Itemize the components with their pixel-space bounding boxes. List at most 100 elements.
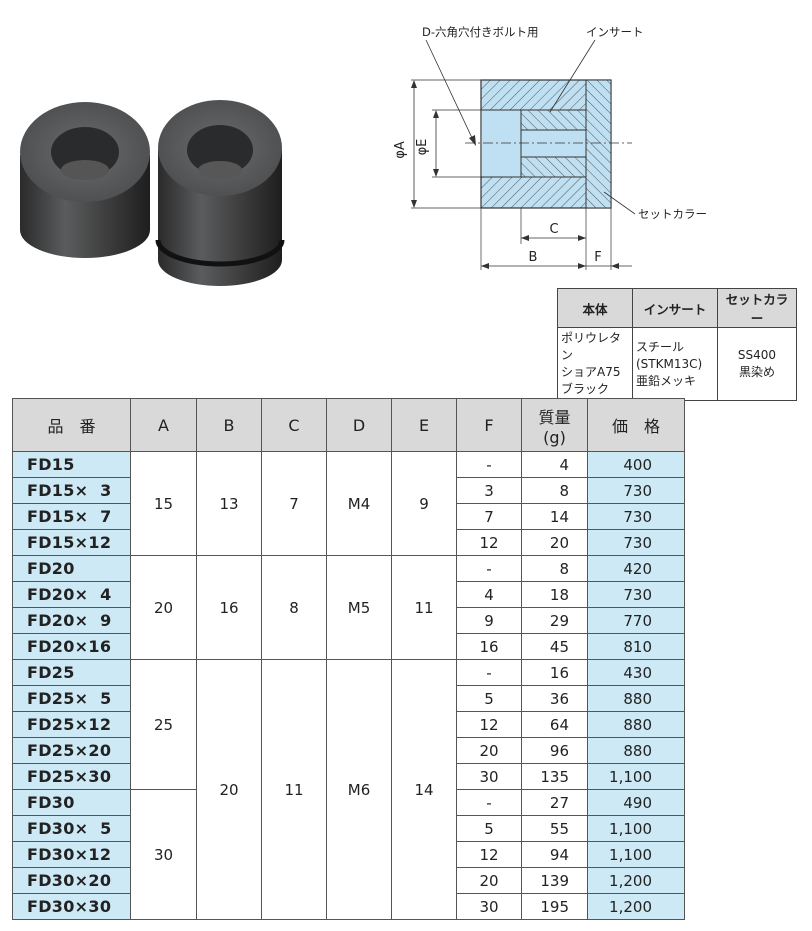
price-cell: 1,100	[587, 763, 685, 790]
weight-cell: 135	[521, 763, 588, 790]
col-e: E	[391, 398, 457, 452]
col-weight-unit: (g)	[543, 427, 566, 447]
part-number-cell: FD30	[12, 789, 131, 816]
price-cell: 1,200	[587, 893, 685, 920]
part-number-cell: FD30×12	[12, 841, 131, 868]
weight-cell: 8	[521, 477, 588, 504]
dim-d-cell: M4	[326, 451, 392, 556]
mat-body-line: ブラック	[561, 382, 610, 396]
dim-f-cell: 3	[456, 477, 522, 504]
part-number-cell: FD15×12	[12, 529, 131, 556]
dim-f-cell: 7	[456, 503, 522, 530]
mat-body-line: ショアA75	[561, 365, 621, 379]
price-cell: 430	[587, 659, 685, 686]
part-number-cell: FD15× 7	[12, 503, 131, 530]
weight-cell: 45	[521, 633, 588, 660]
part-number-cell: FD30×30	[12, 893, 131, 920]
col-c: C	[261, 398, 327, 452]
dim-b-cell: 20	[196, 659, 262, 920]
price-cell: 420	[587, 555, 685, 582]
price-cell: 770	[587, 607, 685, 634]
price-cell: 400	[587, 451, 685, 478]
part-number-cell: FD25×12	[12, 711, 131, 738]
price-cell: 880	[587, 685, 685, 712]
part-number-cell: FD20×16	[12, 633, 131, 660]
materials-table: 本体 インサート セットカラー ポリウレタン ショアA75 ブラック スチール …	[557, 288, 797, 401]
weight-cell: 4	[521, 451, 588, 478]
mat-header-insert: インサート	[632, 288, 718, 328]
weight-cell: 55	[521, 815, 588, 842]
price-cell: 1,200	[587, 867, 685, 894]
part-number-cell: FD30×20	[12, 867, 131, 894]
dim-f-cell: 5	[456, 815, 522, 842]
dim-f-cell: 9	[456, 607, 522, 634]
price-cell: 730	[587, 503, 685, 530]
mat-collar-line: SS400	[737, 348, 777, 362]
product-left	[20, 102, 150, 258]
price-cell: 730	[587, 477, 685, 504]
weight-cell: 96	[521, 737, 588, 764]
mat-insert-cell: スチール (STKM13C) 亜鉛メッキ	[632, 327, 718, 401]
dim-a-cell: 30	[130, 789, 197, 920]
weight-cell: 8	[521, 555, 588, 582]
mat-body-cell: ポリウレタン ショアA75 ブラック	[557, 327, 633, 401]
part-number-cell: FD20× 9	[12, 607, 131, 634]
weight-cell: 94	[521, 841, 588, 868]
dim-e-cell: 14	[391, 659, 457, 920]
weight-cell: 14	[521, 503, 588, 530]
weight-cell: 139	[521, 867, 588, 894]
dim-e-label: φE	[415, 139, 430, 156]
weight-cell: 195	[521, 893, 588, 920]
part-number-cell: FD30× 5	[12, 815, 131, 842]
dim-f-cell: 30	[456, 893, 522, 920]
dim-f-cell: -	[456, 555, 522, 582]
dim-d-cell: M5	[326, 555, 392, 660]
price-cell: 490	[587, 789, 685, 816]
cross-section-diagram: φA φE C B F D-六角穴付きボルト用 インサート セットカラー	[393, 25, 707, 270]
price-cell: 880	[587, 737, 685, 764]
part-number-cell: FD25× 5	[12, 685, 131, 712]
col-a: A	[130, 398, 197, 452]
bolt-callout: D-六角穴付きボルト用	[422, 25, 539, 39]
dim-f-cell: -	[456, 789, 522, 816]
dim-f-cell: -	[456, 451, 522, 478]
dim-e-cell: 9	[391, 451, 457, 556]
mat-insert-line: スチール	[636, 339, 685, 354]
mat-insert-line: 亜鉛メッキ	[636, 373, 697, 388]
price-cell: 1,100	[587, 841, 685, 868]
weight-cell: 36	[521, 685, 588, 712]
dim-f-cell: 12	[456, 711, 522, 738]
insert-callout: インサート	[586, 25, 644, 39]
mat-collar-line: 黒染め	[738, 365, 775, 379]
collar-callout: セットカラー	[638, 207, 707, 221]
dim-f-cell: 20	[456, 867, 522, 894]
product-right	[155, 100, 285, 286]
part-number-cell: FD20	[12, 555, 131, 582]
dim-f-cell: 16	[456, 633, 522, 660]
dim-a-label: φA	[393, 141, 408, 159]
dim-f-cell: 12	[456, 841, 522, 868]
part-number-cell: FD20× 4	[12, 581, 131, 608]
part-number-cell: FD25	[12, 659, 131, 686]
dim-b-cell: 13	[196, 451, 262, 556]
part-number-cell: FD15× 3	[12, 477, 131, 504]
price-cell: 1,100	[587, 815, 685, 842]
col-part-number: 品 番	[12, 398, 131, 452]
col-weight-label: 質量	[538, 407, 571, 427]
dim-c-label: C	[549, 222, 558, 237]
mat-collar-cell: SS400 黒染め	[717, 327, 797, 401]
price-cell: 880	[587, 711, 685, 738]
dim-f-cell: 30	[456, 763, 522, 790]
dim-f-cell: 4	[456, 581, 522, 608]
